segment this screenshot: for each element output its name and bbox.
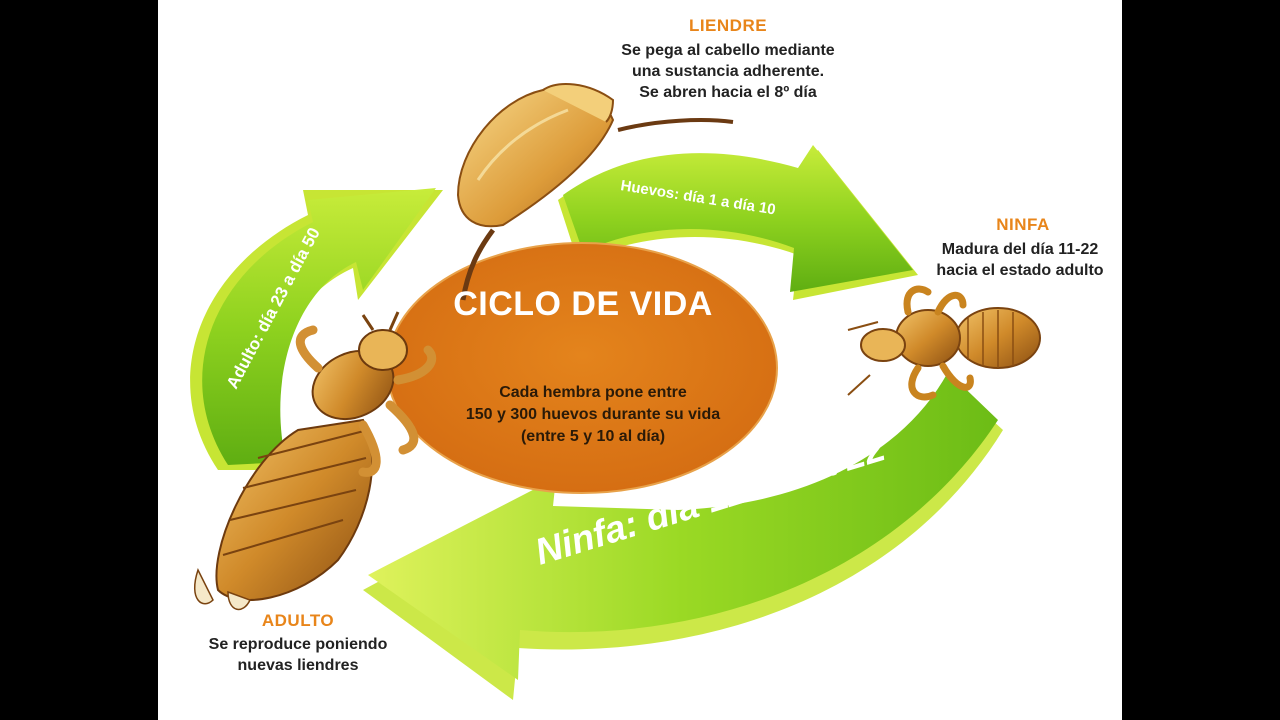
adulto-title: ADULTO [178, 611, 418, 631]
center-title: CICLO DE VIDA [388, 285, 778, 324]
life-cycle-diagram: Huevos: día 1 a día 10 Ninfa: día 11 a d… [158, 0, 1122, 720]
center-ellipse [387, 243, 777, 493]
adulto-description: Se reproduce poniendo nuevas liendres [178, 634, 418, 676]
ninfa-description: Madura del día 11-22 hacia el estado adu… [918, 239, 1122, 281]
liendre-title: LIENDRE [578, 16, 878, 36]
liendre-description: Se pega al cabello mediante una sustanci… [578, 40, 878, 103]
center-description: Cada hembra pone entre 150 y 300 huevos … [398, 382, 788, 448]
ninfa-title: NINFA [923, 215, 1122, 235]
